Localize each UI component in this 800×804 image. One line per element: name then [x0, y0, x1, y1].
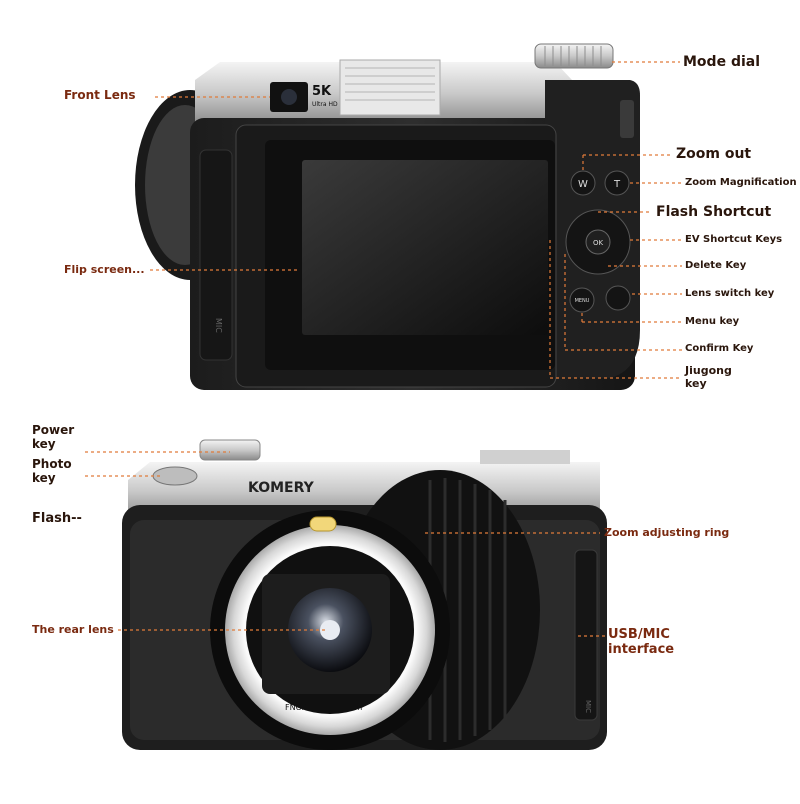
ok-button — [585, 229, 611, 255]
label-mode-dial: Mode dial — [683, 54, 761, 70]
label-flash-shortcut: Flash Shortcut — [656, 204, 772, 220]
t-button — [604, 170, 630, 196]
camera-front-view: KOMERY MIC FNO.2.2 f=3.83mm — [122, 439, 607, 750]
label-flip-screen: Flip screen... — [64, 263, 145, 276]
camera-rear-view: 5K Ultra HD MIC W T OK MENU — [135, 43, 640, 390]
brand-logo: KOMERY — [248, 480, 315, 496]
flash-led — [309, 516, 337, 532]
lens-specs: FNO.2.2 f=3.83mm — [285, 703, 362, 712]
label-jiugong-key: Jiugong key — [685, 364, 732, 390]
svg-text:MENU: MENU — [575, 298, 590, 304]
label-power-key: Power key — [32, 423, 75, 451]
usb-mic-door — [574, 549, 598, 721]
power-dial — [199, 439, 261, 461]
label-delete-key: Delete Key — [685, 260, 747, 271]
svg-text:T: T — [613, 179, 621, 190]
label-photo-key: Photo key — [32, 457, 72, 485]
badge-5k: 5K — [312, 84, 332, 99]
label-rear-lens: The rear lens — [32, 623, 114, 636]
w-button — [570, 170, 596, 196]
label-zoom-magnification: Zoom Magnification — [685, 177, 797, 188]
svg-text:MIC: MIC — [584, 700, 592, 713]
svg-text:OK: OK — [593, 239, 604, 247]
side-door-rear — [199, 149, 233, 361]
svg-text:W: W — [578, 179, 588, 190]
label-usb-mic: USB/MIC interface — [608, 627, 675, 657]
label-zoom-ring: Zoom adjusting ring — [604, 526, 730, 539]
flip-screen-display — [302, 160, 548, 335]
menu-button — [569, 287, 595, 313]
svg-text:MIC: MIC — [214, 318, 223, 333]
label-lens-switch: Lens switch key — [685, 288, 775, 299]
label-menu-key: Menu key — [685, 316, 740, 327]
lens-switch-button — [605, 285, 631, 311]
badge-ultra-hd: Ultra HD — [312, 101, 338, 108]
label-ev-shortcut: EV Shortcut Keys — [685, 234, 783, 245]
label-zoom-out: Zoom out — [676, 146, 752, 162]
hot-shoe — [339, 59, 441, 116]
label-front-lens: Front Lens — [64, 88, 136, 102]
label-flash: Flash-- — [32, 511, 82, 526]
label-confirm-key: Confirm Key — [685, 343, 754, 354]
control-panel: W T OK MENU — [565, 170, 631, 313]
leader-lines — [85, 61, 682, 637]
